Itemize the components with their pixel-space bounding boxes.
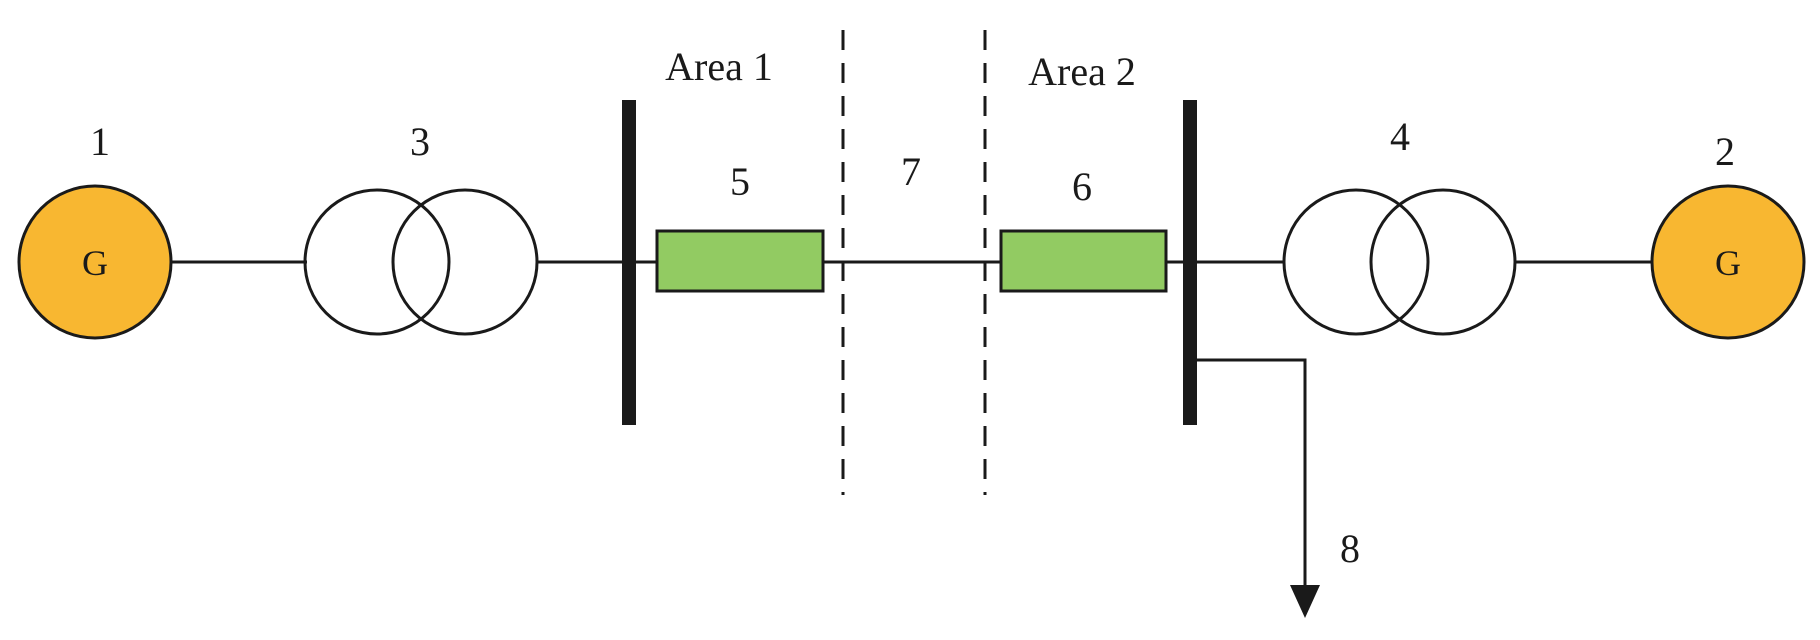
tie-line-7-number: 7 (901, 149, 921, 194)
transformer-4-winding-b (1369, 188, 1517, 336)
generator-2-symbol: G (1715, 243, 1741, 283)
generator-1: G (17, 184, 173, 340)
generator-1-number: 1 (90, 119, 110, 164)
area-1-label: Area 1 (665, 44, 773, 89)
bus-bar-area-2 (1183, 100, 1197, 425)
transformer-3-winding-a (303, 188, 451, 336)
transformer-4-number: 4 (1390, 114, 1410, 159)
transformer-3-number: 3 (410, 119, 430, 164)
line-5-impedance (655, 229, 825, 293)
generator-1-symbol: G (82, 243, 108, 283)
generator-1-circle (17, 184, 173, 340)
line-6-impedance (999, 229, 1168, 293)
transformer-4 (1282, 188, 1517, 336)
line-6-number: 6 (1072, 164, 1092, 209)
bus-bar-area-1 (622, 100, 636, 425)
line-5-number: 5 (730, 159, 750, 204)
transformer-4-winding-a (1282, 188, 1430, 336)
load-8-arrow-icon (1290, 585, 1320, 618)
generator-2: G (1650, 184, 1806, 340)
transformer-3 (303, 188, 539, 336)
load-8-feeder (1197, 358, 1307, 585)
generator-2-circle (1650, 184, 1806, 340)
area-2-label: Area 2 (1028, 49, 1136, 94)
load-8-number: 8 (1340, 526, 1360, 571)
transformer-3-winding-b (391, 188, 539, 336)
generator-2-number: 2 (1715, 129, 1735, 174)
